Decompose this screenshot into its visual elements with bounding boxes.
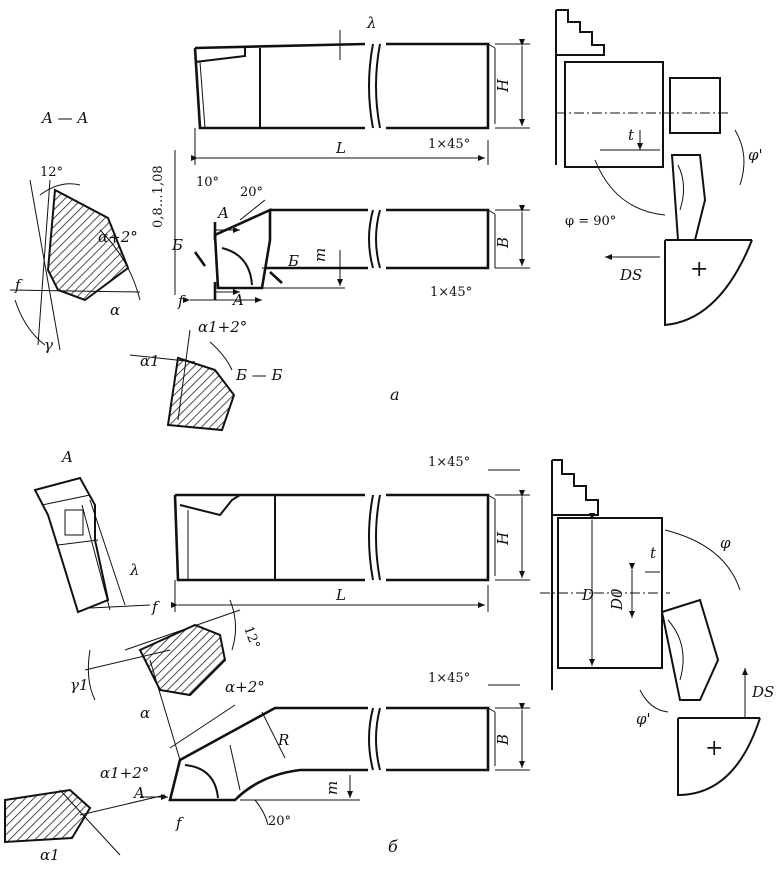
fig-b-chamfer-mid: 1×45° [428,671,470,686]
fig-b-f-top: f [151,598,160,616]
fig-b-L-label: L [335,586,346,604]
fig-b-view-A-title: A [60,448,73,466]
fig-a-alpha: α [110,301,120,319]
fig-b-alpha-tol: α+2° [225,678,265,696]
fig-a-B-mark-right: Б [287,252,299,270]
fig-a-lambda-label: λ [366,14,377,32]
fig-b-D0-label: D0 [608,588,626,611]
fig-b-D-label: D [581,586,594,604]
fig-b-angle-20: 20° [268,814,291,829]
fig-a-H-label: H [494,78,512,93]
fig-a-A-mark-top: A [216,204,229,222]
fig-a-section-AA-title: A — A [40,109,88,127]
fig-a-gamma: γ [44,336,53,354]
fig-b-alpha1-tol: α1+2° [100,764,149,782]
fig-a-alpha1-tol: α1+2° [198,318,247,336]
fig-a-plus: + [690,257,708,282]
fig-a-caption: а [390,385,400,404]
fig-a-L-label: L [335,139,346,157]
fig-b-H-label: H [494,531,512,546]
fig-a-A-mark-bottom: A [231,291,244,309]
fig-b-B-label: B [494,734,512,746]
fig-a-alpha1: α1 [140,352,160,370]
fig-a-phi90: φ = 90° [565,214,616,229]
fig-a-section-AA [9,179,141,351]
fig-b-view-A [33,476,151,614]
fig-b-tool-side-view [171,469,530,612]
fig-a-f-label: f [177,292,186,310]
fig-b-tip-section [84,599,241,761]
fig-a-alpha-tol: α+2° [98,228,138,246]
fig-b-m-label: m [323,781,341,795]
fig-a-tool-plan-view [174,150,530,303]
fig-b-chamfer-top: 1×45° [428,455,470,470]
fig-a-AA-angle-12: 12° [40,165,63,180]
fig-b-plus: + [705,736,723,761]
fig-b-phi: φ [720,534,731,552]
fig-a-Ds: DS [619,266,642,284]
fig-a-B-label: B [494,237,512,249]
fig-b-lathe-setup [540,459,761,797]
fig-a-section-BB-title: Б — Б [235,366,283,384]
fig-a-B-mark-left: Б [171,236,183,254]
fig-b-A-arrow: A [132,784,145,802]
fig-b-lambda: λ [129,561,140,579]
fig-a-phi-prime: φ' [748,146,763,164]
fig-a-angle-20: 20° [240,185,263,200]
fig-a-lathe-setup [555,9,753,327]
fig-b-t-label: t [650,544,657,562]
fig-a-m-label: m [311,248,329,262]
fig-a-section-BB [129,329,236,432]
fig-b-tool-plan-view [140,684,530,826]
fig-b-section-alpha1 [4,788,166,856]
fig-b-R-label: R [277,731,289,749]
fig-a-t-label: t [628,126,635,144]
fig-a-AA-f: f [14,276,23,294]
fig-b-caption: б [388,837,398,856]
fig-b-phi-prime: φ' [636,710,651,728]
fig-b-angle-12: 12° [240,624,262,651]
fig-a-chamfer-top: 1×45° [428,137,470,152]
fig-a-chamfer-bottom: 1×45° [430,285,472,300]
fig-b-gamma1: γ1 [70,676,89,694]
fig-a-range: 0,8…1,08 [151,165,166,228]
fig-b-alpha: α [140,704,150,722]
fig-a-tool-side-view [191,30,530,165]
fig-b-f-bottom: f [175,814,184,832]
fig-b-alpha1: α1 [40,846,60,864]
fig-b-Ds: DS [751,683,774,701]
fig-a-angle-10: 10° [196,175,219,190]
